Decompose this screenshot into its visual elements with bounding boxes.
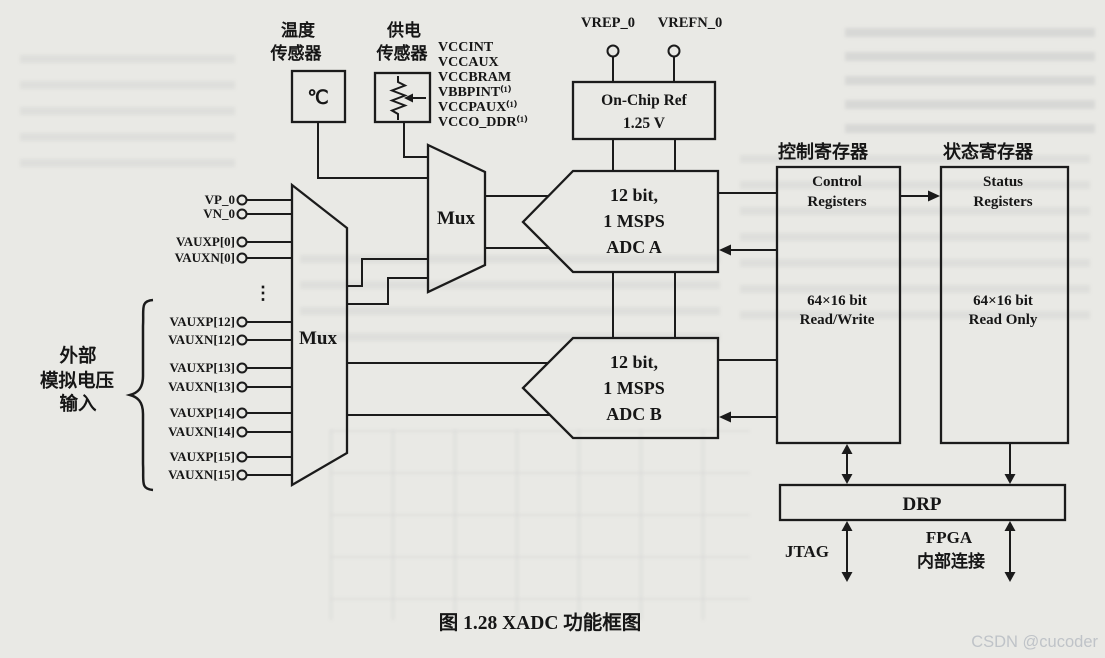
adc-a-line1: 12 bit,	[610, 185, 658, 205]
fpga-arrowhead-up	[1004, 521, 1016, 531]
control-to-adca-arrowhead	[719, 244, 731, 256]
status-registers-box	[939, 165, 1070, 445]
fpga-label-line2: 内部连接	[917, 551, 985, 571]
adc-b-line2: 1 MSPS	[603, 378, 665, 398]
input-label: VAUXP[0]	[176, 234, 235, 249]
status-registers-line2: Registers	[973, 194, 1032, 210]
jtag-label: JTAG	[785, 542, 829, 561]
fpga-arrowhead-down	[1004, 572, 1016, 582]
input-terminal	[236, 334, 248, 346]
resistor-icon	[389, 76, 408, 120]
input-label: VAUXP[14]	[170, 405, 235, 420]
control-registers-line1: Control	[812, 174, 862, 190]
adc-b-block	[521, 336, 720, 440]
adca-mux	[426, 143, 487, 294]
vcc-label: VCCO_DDR⁽¹⁾	[438, 115, 528, 130]
celsius-icon: ℃	[307, 88, 328, 109]
fpga-label-line1: FPGA	[926, 528, 973, 547]
input-mux-label: Mux	[299, 328, 338, 349]
mux1-to-mux2-connector	[347, 258, 428, 287]
input-terminal	[236, 451, 248, 463]
control-to-status-arrowhead	[928, 190, 940, 202]
vcc-label: VBBPINT⁽¹⁾	[438, 85, 511, 100]
control-to-adcb-arrowhead	[719, 411, 731, 423]
status-registers-line3: 64×16 bit	[973, 293, 1033, 309]
external-inputs-label-line3: 输入	[59, 393, 97, 415]
status-drp-arrowhead-down	[1004, 474, 1016, 484]
vrefp-terminal	[606, 44, 620, 58]
status-registers-line1: Status	[983, 174, 1023, 190]
status-registers-line4: Read Only	[969, 312, 1038, 328]
control-drp-arrowhead-down	[841, 474, 853, 484]
supply-sensor-label-line1: 供电	[386, 20, 421, 40]
figure-caption: 图 1.28 XADC 功能框图	[439, 611, 642, 634]
input-label: VAUXN[14]	[168, 424, 235, 439]
onchip-ref-line2: 1.25 V	[623, 115, 666, 132]
input-label: VAUXN[13]	[168, 379, 235, 394]
temp-to-mux-connector	[317, 122, 427, 179]
adc-a-line3: ADC A	[606, 237, 662, 257]
vcc-label: VCCAUX	[438, 55, 499, 70]
drp-label: DRP	[902, 494, 941, 515]
temp-sensor-label-line1: 温度	[281, 20, 316, 40]
control-registers-line2: Registers	[807, 194, 866, 210]
input-label: VAUXN[12]	[168, 332, 235, 347]
drp-box	[778, 483, 1067, 522]
input-terminal	[236, 236, 248, 248]
input-label: VAUXN[0]	[175, 250, 235, 265]
input-ellipsis: ⋮	[254, 283, 272, 303]
supply-sensor-box	[373, 71, 432, 124]
input-terminal	[236, 194, 248, 206]
vcc-label: VCCBRAM	[438, 70, 511, 85]
status-registers-header: 状态寄存器	[943, 141, 1034, 162]
input-mux	[290, 182, 349, 487]
input-label: VAUXP[15]	[170, 449, 235, 464]
input-terminal	[236, 316, 248, 328]
adca-mux-label: Mux	[437, 208, 476, 229]
supply-sensor-label-line2: 传感器	[376, 43, 429, 63]
input-terminal	[236, 362, 248, 374]
control-registers-line3: 64×16 bit	[807, 293, 867, 309]
external-inputs-label-line1: 外部	[59, 345, 96, 367]
vrefn-label: VREFN_0	[658, 15, 722, 31]
vcc-label: VCCPAUX⁽¹⁾	[438, 100, 517, 115]
input-label: VN_0	[203, 206, 235, 221]
input-terminal	[236, 469, 248, 481]
mux1-to-mux2-connector	[347, 277, 428, 305]
external-inputs-label-line2: 模拟电压	[40, 370, 115, 392]
onchip-ref-box	[571, 80, 717, 141]
vcc-label: VCCINT	[438, 40, 494, 55]
onchip-ref-line1: On-Chip Ref	[601, 92, 688, 109]
adc-b-line1: 12 bit,	[610, 352, 658, 372]
input-terminal	[236, 208, 248, 220]
supply-to-mux-connector	[403, 122, 427, 158]
vrefp-label: VREP_0	[581, 15, 635, 31]
input-terminal	[236, 426, 248, 438]
control-drp-arrowhead-up	[841, 444, 853, 454]
adc-a-block	[521, 169, 720, 274]
resistor-wiper-arrowhead	[404, 93, 413, 103]
adc-a-line2: 1 MSPS	[603, 211, 665, 231]
input-label: VAUXP[12]	[170, 314, 235, 329]
jtag-arrowhead-up	[841, 521, 853, 531]
control-registers-line4: Read/Write	[800, 312, 875, 328]
adc-b-line3: ADC B	[606, 404, 662, 424]
input-terminal	[236, 381, 248, 393]
external-inputs-brace	[125, 298, 154, 492]
control-registers-box	[775, 165, 902, 445]
input-label: VP_0	[205, 192, 235, 207]
input-label: VAUXN[15]	[168, 467, 235, 482]
jtag-arrowhead-down	[841, 572, 853, 582]
vrefn-terminal	[667, 44, 681, 58]
temp-sensor-label-line2: 传感器	[270, 43, 323, 63]
input-terminal	[236, 252, 248, 264]
input-terminal	[236, 407, 248, 419]
watermark: CSDN @cucoder	[971, 633, 1098, 651]
input-label: VAUXP[13]	[170, 360, 235, 375]
control-registers-header: 控制寄存器	[778, 141, 869, 162]
